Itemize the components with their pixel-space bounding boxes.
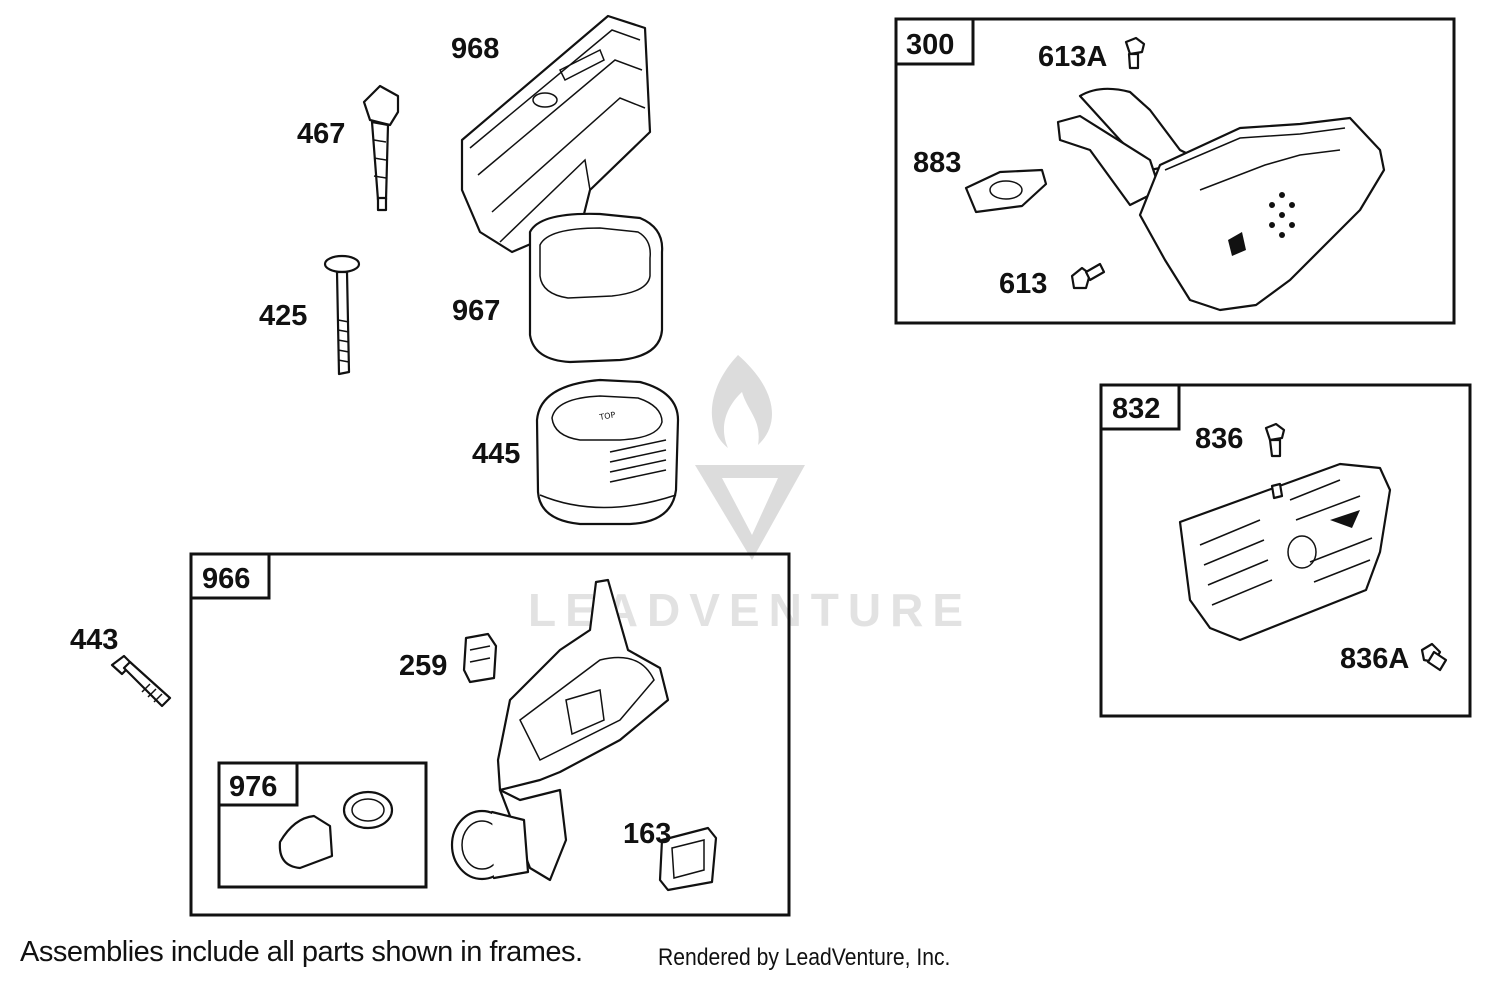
- screw-613A[interactable]: [1124, 36, 1146, 70]
- frame-label-300: 300: [906, 29, 954, 61]
- muffler-300[interactable]: [1056, 87, 1386, 312]
- label-613: 613: [999, 268, 1047, 300]
- label-443: 443: [70, 624, 118, 656]
- label-883: 883: [913, 147, 961, 179]
- gasket-163[interactable]: [658, 826, 718, 892]
- screw-836[interactable]: [1264, 422, 1286, 458]
- muffler-guard-832[interactable]: [1178, 462, 1392, 642]
- frame-976: [217, 761, 428, 889]
- air-cleaner-cover-968[interactable]: [460, 14, 652, 254]
- label-968: 968: [451, 33, 499, 65]
- screw-836A[interactable]: [1420, 642, 1448, 672]
- frame-label-832: 832: [1112, 393, 1160, 425]
- air-filter-445[interactable]: TOP: [535, 378, 680, 526]
- watermark-logo: [695, 355, 805, 560]
- label-445: 445: [472, 438, 520, 470]
- label-425: 425: [259, 300, 307, 332]
- label-259: 259: [399, 650, 447, 682]
- frame-966: [189, 552, 791, 917]
- knob-467[interactable]: [362, 84, 400, 212]
- label-163: 163: [623, 818, 671, 850]
- footer-credit: Rendered by LeadVenture, Inc.: [658, 944, 951, 971]
- air-cleaner-base[interactable]: [450, 578, 670, 882]
- frame-label-976: 976: [229, 771, 277, 803]
- label-836A: 836A: [1340, 643, 1409, 675]
- svg-text:TOP: TOP: [598, 410, 616, 422]
- clip-259[interactable]: [462, 632, 498, 684]
- screw-425[interactable]: [323, 254, 361, 376]
- gasket-883[interactable]: [964, 168, 1048, 214]
- label-467: 467: [297, 118, 345, 150]
- breather-tube-976[interactable]: [278, 790, 394, 870]
- footer-note: Assemblies include all parts shown in fr…: [20, 936, 583, 968]
- screw-613[interactable]: [1070, 262, 1106, 290]
- frame-832: [1099, 383, 1472, 718]
- frame-label-966: 966: [202, 563, 250, 595]
- frame-300: [894, 17, 1456, 325]
- pre-cleaner-967[interactable]: [528, 212, 664, 364]
- label-613A: 613A: [1038, 41, 1107, 73]
- label-967: 967: [452, 295, 500, 327]
- bolt-443[interactable]: [110, 654, 172, 708]
- label-836: 836: [1195, 423, 1243, 455]
